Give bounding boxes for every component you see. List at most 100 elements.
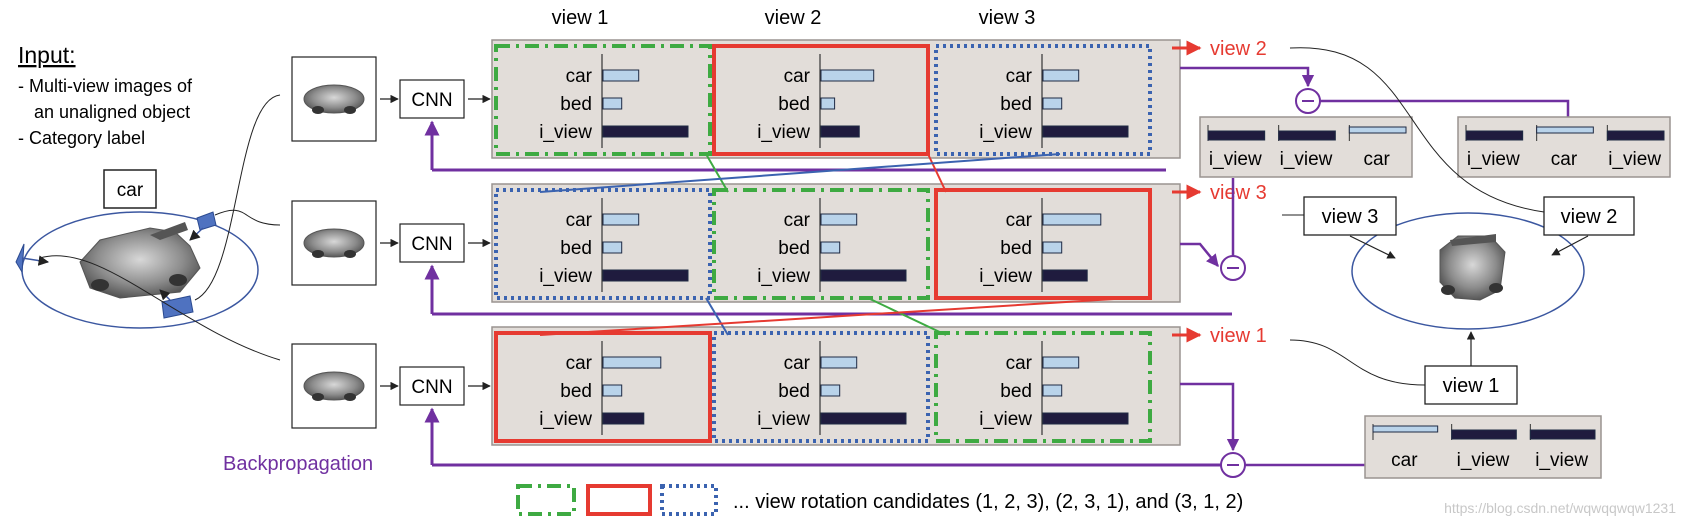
candidate-box-green (934, 331, 1152, 443)
camera-icon (161, 295, 194, 319)
candidate-link (539, 153, 1061, 193)
score-panel (491, 39, 1181, 159)
candidate-link (867, 297, 947, 336)
legend-swatch-red (586, 484, 652, 516)
column-header-view-2: view 2 (765, 7, 822, 29)
target-label: i_view (1608, 149, 1661, 170)
car-pose-image (1439, 234, 1506, 301)
output-view-label: view 3 (1210, 182, 1267, 204)
category-label-box (103, 169, 157, 209)
score-label-bed: bed (560, 381, 592, 402)
candidate-link (927, 153, 947, 193)
loss-arrow (1180, 242, 1219, 267)
watermark: https://blog.csdn.net/wqwqqwqw1231 (1444, 500, 1676, 516)
score-label-car: car (784, 66, 811, 87)
legend-text: ... view rotation candidates (1, 2, 3), … (733, 491, 1243, 513)
target-bar (1278, 130, 1336, 141)
candidate-box-red (934, 188, 1152, 300)
camera-ray (159, 289, 171, 301)
score-bar (1042, 356, 1080, 369)
view-estimate-label: view 3 (1322, 206, 1379, 228)
connector-line (194, 94, 281, 301)
view-estimate-box (1543, 196, 1635, 236)
category-label: car (117, 180, 144, 201)
target-label: i_view (1467, 149, 1520, 170)
camera-icon (196, 211, 217, 231)
cnn-label: CNN (411, 90, 452, 111)
cnn-label: CNN (411, 234, 452, 255)
score-label-i-view: i_view (539, 409, 592, 430)
input-item-2: an unaligned object (34, 102, 190, 122)
score-label-i-view: i_view (757, 409, 810, 430)
target-label: i_view (1209, 149, 1262, 170)
target-label: car (1363, 149, 1390, 170)
candidate-box-blue (494, 188, 712, 300)
score-bar (820, 125, 860, 138)
score-bar (1042, 384, 1063, 397)
score-bar (820, 97, 836, 110)
candidate-link (705, 153, 729, 193)
score-bar (1042, 125, 1129, 138)
score-bar (820, 69, 875, 82)
candidate-link (539, 297, 1131, 336)
car-view-icon (303, 84, 365, 114)
score-bar (1042, 241, 1063, 254)
score-bar (602, 384, 623, 397)
input-title: Input: (18, 42, 76, 68)
column-header-view-3: view 3 (979, 7, 1036, 29)
arrow (1349, 235, 1396, 259)
score-bar (820, 384, 841, 397)
score-label-bed: bed (560, 94, 592, 115)
view-estimate-box (1303, 196, 1397, 236)
score-bar (820, 412, 907, 425)
car-object-image (79, 222, 201, 299)
score-bar (820, 241, 841, 254)
score-label-bed: bed (778, 381, 810, 402)
candidate-link (705, 297, 729, 336)
network-row: CNNcarbedi_viewcarbedi_viewcarbedi_viewv… (291, 38, 1267, 170)
connector-line (214, 209, 281, 226)
score-bar (602, 412, 645, 425)
score-label-car: car (566, 210, 593, 231)
score-label-car: car (784, 210, 811, 231)
candidate-box-green (712, 188, 930, 300)
backpropagation-label: Backpropagation (223, 453, 373, 475)
loss-line (1320, 99, 1570, 118)
candidate-box-red (494, 331, 712, 443)
score-label-bed: bed (1000, 94, 1032, 115)
connector-line (39, 255, 281, 361)
target-bar (1606, 130, 1665, 141)
score-label-i-view: i_view (979, 409, 1032, 430)
score-label-car: car (566, 66, 593, 87)
legend: ... view rotation candidates (1, 2, 3), … (516, 484, 1243, 516)
cnn-box (399, 366, 465, 406)
score-label-car: car (1006, 210, 1033, 231)
score-bar (602, 241, 623, 254)
target-bar (1207, 130, 1266, 141)
camera-ray (189, 227, 204, 241)
view-estimate-label: view 2 (1561, 206, 1618, 228)
score-bar (602, 97, 623, 110)
target-bar (1465, 130, 1524, 141)
target-label: i_view (1535, 450, 1588, 471)
score-bar (820, 269, 907, 282)
input-item-1: - Multi-view images of (18, 76, 193, 96)
target-label: car (1391, 450, 1418, 471)
score-label-bed: bed (778, 94, 810, 115)
score-bar (1042, 412, 1129, 425)
target-label: car (1551, 149, 1578, 170)
candidate-box-blue (934, 44, 1152, 156)
output-view-label: view 1 (1210, 325, 1267, 347)
score-label-bed: bed (778, 238, 810, 259)
connector-line (1289, 339, 1426, 386)
score-label-car: car (1006, 353, 1033, 374)
